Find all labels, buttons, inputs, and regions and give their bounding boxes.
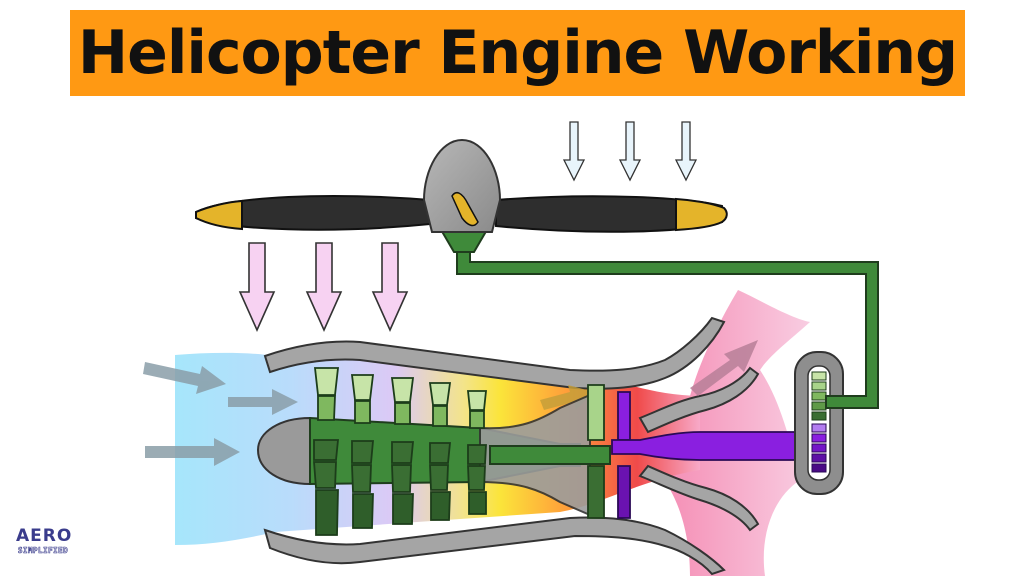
intake-arrow-icon: [228, 389, 298, 415]
power-turbine: [611, 391, 815, 519]
compressor-stage-1: [313, 367, 340, 536]
logo-main-text: AERO: [16, 526, 73, 546]
inflow-arrows: [562, 121, 698, 182]
gas-generator-turbine: [587, 384, 605, 519]
nose-cone: [256, 416, 311, 486]
compressor-stage-3: [390, 377, 415, 525]
exhaust-arrow-icon: [690, 340, 758, 396]
downwash-arrows: [238, 242, 409, 332]
left-blade-tip: [195, 199, 243, 231]
intake-arrow-icon: [143, 362, 226, 394]
intake-arrow-icon: [145, 438, 240, 466]
compressor-stage-4: [428, 382, 452, 521]
compressor-stage-2: [350, 374, 375, 529]
compressor-stage-5: [467, 390, 487, 515]
downwash-arrow-icon: [238, 242, 276, 332]
downwash-arrow-icon: [371, 242, 409, 332]
rotor-hub: [422, 138, 502, 233]
downwash-arrow-icon: [305, 242, 343, 332]
logo-sub-text: SIMPLIFIED: [18, 546, 69, 556]
title-banner: Helicopter Engine Working: [70, 10, 965, 96]
inflow-arrow-icon: [618, 121, 642, 182]
gearbox-icon: [794, 351, 844, 495]
aero-simplified-logo: AERO SIMPLIFIED: [16, 526, 100, 560]
intake-arrows: [143, 340, 758, 466]
right-blade-tip: [675, 197, 728, 232]
compressor-stages: [313, 367, 487, 536]
page-title: Helicopter Engine Working: [77, 18, 958, 88]
engine-casing: [263, 316, 760, 576]
drive-shaft: [489, 445, 611, 465]
rotor-blade-icon: [195, 195, 728, 233]
inflow-arrow-icon: [562, 121, 586, 182]
inflow-arrow-icon: [674, 121, 698, 182]
